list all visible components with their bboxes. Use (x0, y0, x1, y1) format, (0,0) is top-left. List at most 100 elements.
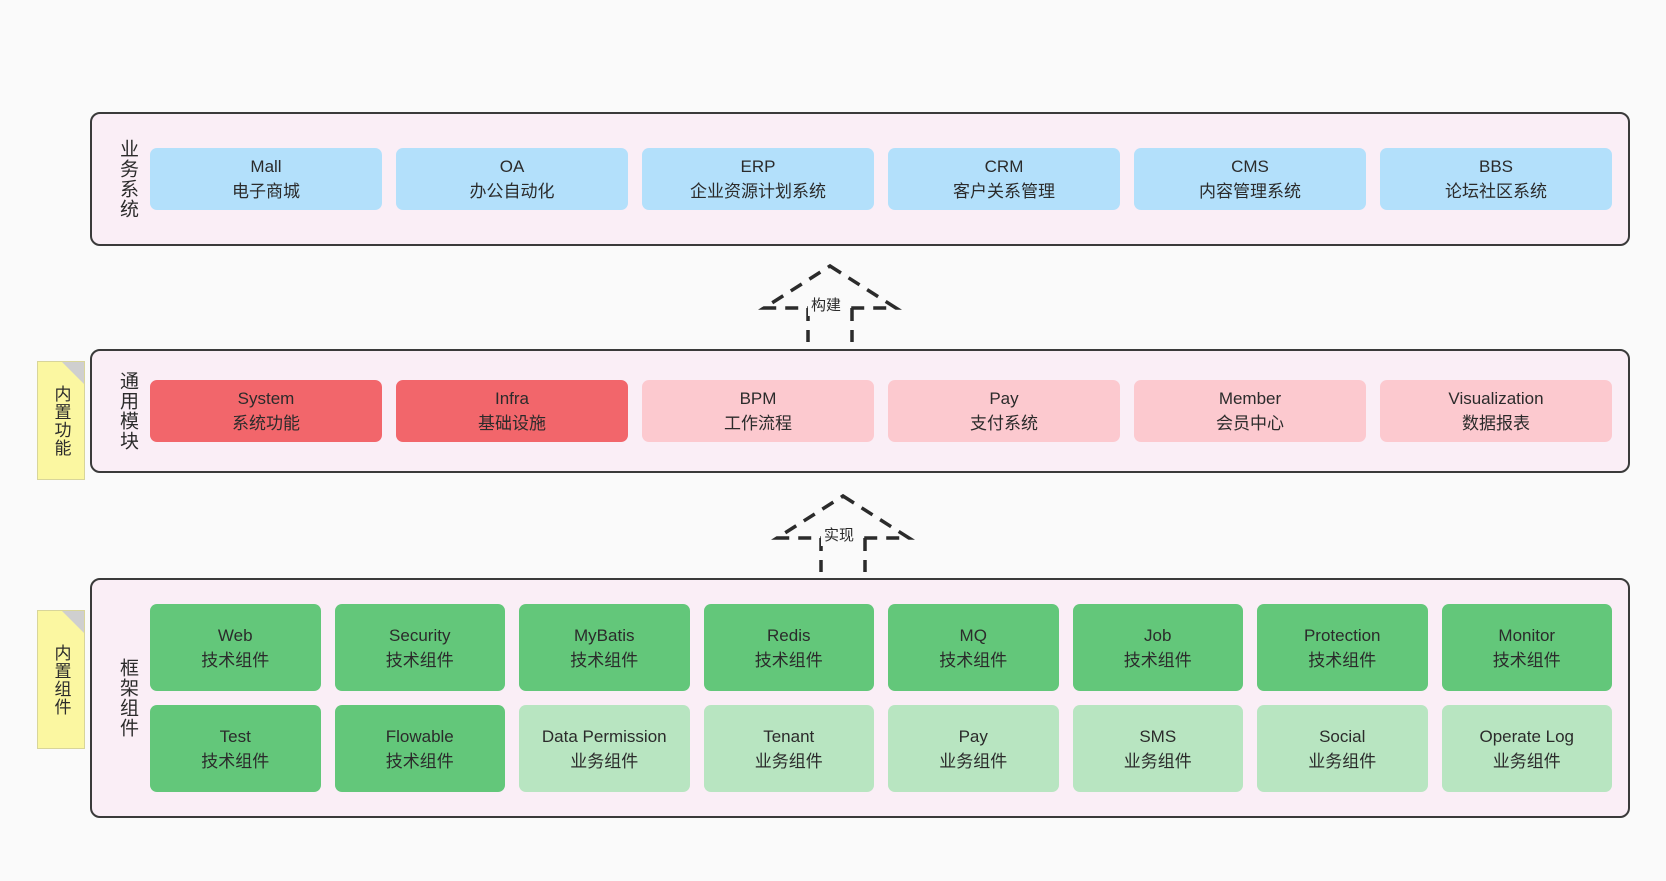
node-operate-log[interactable]: Operate Log 业务组件 (1441, 705, 1612, 792)
note-label: 内置功能 (51, 384, 71, 457)
node-redis[interactable]: Redis 技术组件 (703, 604, 874, 691)
node-infra[interactable]: Infra 基础设施 (396, 380, 628, 442)
node-subtitle: 企业资源计划系统 (690, 182, 826, 201)
node-subtitle: 技术组件 (1308, 650, 1377, 670)
node-cms[interactable]: CMS 内容管理系统 (1134, 148, 1366, 210)
node-bbs[interactable]: BBS 论坛社区系统 (1380, 148, 1612, 210)
connector-build: 构建 (757, 262, 903, 342)
node-title: Infra (494, 389, 530, 408)
node-subtitle: 技术组件 (1492, 650, 1561, 670)
node-pay[interactable]: Pay 支付系统 (888, 380, 1120, 442)
node-mybatis[interactable]: MyBatis 技术组件 (519, 604, 690, 691)
cell-row: Test 技术组件 Flowable 技术组件 Data Permission … (150, 705, 1612, 792)
node-subtitle: 支付系统 (970, 414, 1038, 433)
node-title: Mall (250, 157, 282, 176)
connector-label-build: 构建 (808, 296, 845, 316)
node-title: Web (217, 625, 253, 645)
note-fold-icon (62, 611, 84, 633)
layer-title-business-systems: 业务系统 (117, 139, 138, 219)
node-title: Tenant (763, 726, 815, 746)
node-subtitle: 会员中心 (1216, 414, 1284, 433)
node-security[interactable]: Security 技术组件 (334, 604, 505, 691)
connector-implement: 实现 (770, 492, 916, 572)
node-title: Test (219, 726, 251, 746)
node-title: ERP (740, 157, 776, 176)
node-sms[interactable]: SMS 业务组件 (1072, 705, 1243, 792)
layer-framework-components: 框架组件 Web 技术组件 Security 技术组件 MyBatis 技术组件… (90, 578, 1630, 818)
node-title: CMS (1231, 157, 1269, 176)
node-title: Pay (958, 726, 988, 746)
node-title: BBS (1478, 157, 1514, 176)
node-title: Security (389, 625, 451, 645)
node-mq[interactable]: MQ 技术组件 (888, 604, 1059, 691)
node-member[interactable]: Member 会员中心 (1134, 380, 1366, 442)
node-title: Operate Log (1479, 726, 1574, 746)
node-erp[interactable]: ERP 企业资源计划系统 (642, 148, 874, 210)
layer-cells-framework-components: Web 技术组件 Security 技术组件 MyBatis 技术组件 Redi… (146, 604, 1628, 792)
node-subtitle: 基础设施 (478, 414, 546, 433)
node-title: BPM (739, 389, 777, 408)
note-label: 内置组件 (51, 643, 71, 716)
node-title: SMS (1139, 726, 1177, 746)
node-subtitle: 技术组件 (1123, 650, 1192, 670)
node-subtitle: 业务组件 (1492, 751, 1561, 771)
connector-label-implement: 实现 (821, 526, 858, 546)
node-subtitle: 业务组件 (570, 751, 639, 771)
node-system[interactable]: System 系统功能 (150, 380, 382, 442)
node-subtitle: 论坛社区系统 (1445, 182, 1547, 201)
node-title: CRM (984, 157, 1024, 176)
node-subtitle: 办公自动化 (469, 182, 555, 201)
node-title: Social (1319, 726, 1366, 746)
node-title: Visualization (1448, 389, 1544, 408)
node-title: Member (1218, 389, 1282, 408)
node-visualization[interactable]: Visualization 数据报表 (1380, 380, 1612, 442)
node-crm[interactable]: CRM 客户关系管理 (888, 148, 1120, 210)
node-flowable[interactable]: Flowable 技术组件 (334, 705, 505, 792)
cell-row: System 系统功能 Infra 基础设施 BPM 工作流程 Pay 支付系统… (150, 380, 1612, 442)
node-subtitle: 技术组件 (754, 650, 823, 670)
node-social[interactable]: Social 业务组件 (1257, 705, 1428, 792)
node-subtitle: 技术组件 (939, 650, 1008, 670)
layer-cells-business-systems: Mall 电子商城 OA 办公自动化 ERP 企业资源计划系统 CRM 客户关系… (146, 148, 1628, 210)
node-mall[interactable]: Mall 电子商城 (150, 148, 382, 210)
node-oa[interactable]: OA 办公自动化 (396, 148, 628, 210)
node-title: MQ (959, 625, 987, 645)
layer-cells-common-modules: System 系统功能 Infra 基础设施 BPM 工作流程 Pay 支付系统… (146, 380, 1628, 442)
node-monitor[interactable]: Monitor 技术组件 (1441, 604, 1612, 691)
node-title: Protection (1303, 625, 1381, 645)
node-data-permission[interactable]: Data Permission 业务组件 (519, 705, 690, 792)
node-test[interactable]: Test 技术组件 (150, 705, 321, 792)
node-subtitle: 业务组件 (939, 751, 1008, 771)
node-subtitle: 技术组件 (201, 751, 270, 771)
node-title: Job (1144, 625, 1172, 645)
node-tenant[interactable]: Tenant 业务组件 (703, 705, 874, 792)
node-protection[interactable]: Protection 技术组件 (1257, 604, 1428, 691)
node-title: System (237, 389, 295, 408)
note-builtin-features: 内置功能 (37, 361, 85, 480)
note-fold-icon (62, 362, 84, 384)
node-title: Pay (989, 389, 1019, 408)
node-subtitle: 业务组件 (1308, 751, 1377, 771)
note-builtin-components: 内置组件 (37, 610, 85, 749)
node-subtitle: 技术组件 (570, 650, 639, 670)
node-title: Flowable (385, 726, 454, 746)
node-subtitle: 电子商城 (232, 182, 300, 201)
node-subtitle: 技术组件 (201, 650, 270, 670)
node-bpm[interactable]: BPM 工作流程 (642, 380, 874, 442)
node-subtitle: 系统功能 (232, 414, 300, 433)
node-title: Monitor (1498, 625, 1556, 645)
node-title: MyBatis (574, 625, 635, 645)
node-subtitle: 工作流程 (724, 414, 792, 433)
layer-common-modules: 通用模块 System 系统功能 Infra 基础设施 BPM 工作流程 Pay… (90, 349, 1630, 473)
node-subtitle: 技术组件 (385, 650, 454, 670)
layer-title-common-modules: 通用模块 (117, 371, 138, 451)
node-subtitle: 客户关系管理 (953, 182, 1055, 201)
node-web[interactable]: Web 技术组件 (150, 604, 321, 691)
node-job[interactable]: Job 技术组件 (1072, 604, 1243, 691)
layer-business-systems: 业务系统 Mall 电子商城 OA 办公自动化 ERP 企业资源计划系统 CRM… (90, 112, 1630, 246)
node-subtitle: 技术组件 (385, 751, 454, 771)
node-title: Data Permission (541, 726, 667, 746)
node-subtitle: 内容管理系统 (1199, 182, 1301, 201)
node-title: OA (499, 157, 525, 176)
node-pay-business[interactable]: Pay 业务组件 (888, 705, 1059, 792)
